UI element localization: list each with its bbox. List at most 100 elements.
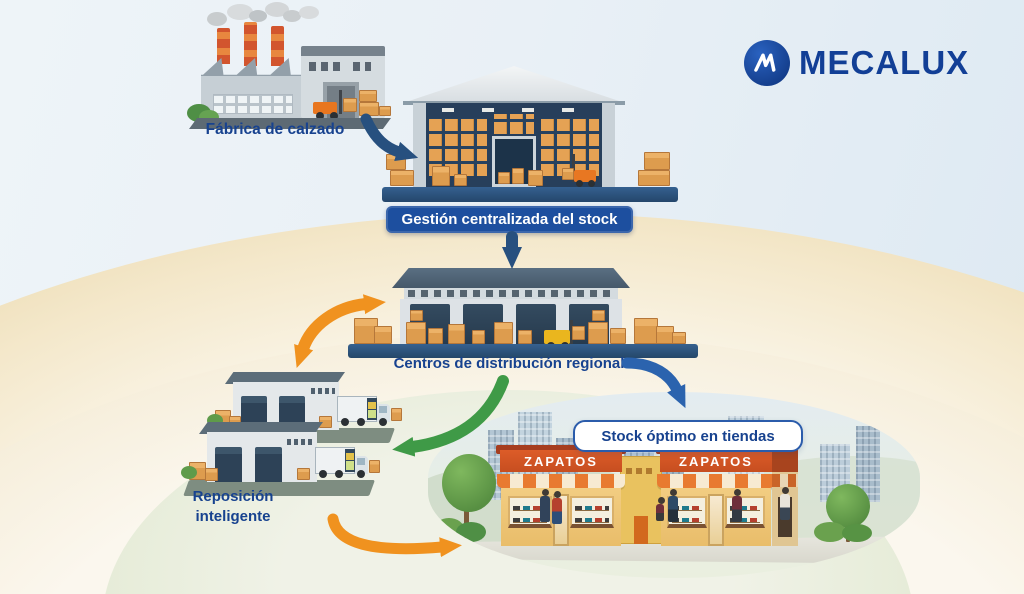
tree <box>826 484 870 528</box>
person <box>732 489 742 522</box>
person <box>780 487 790 520</box>
crate <box>432 166 450 186</box>
brand-logo: MECALUX <box>744 40 969 86</box>
shoe-shelf <box>513 518 547 523</box>
shoe-shelf <box>575 506 609 511</box>
shoe-shelf <box>513 506 547 511</box>
warehouse-windows <box>311 388 335 394</box>
crate <box>428 328 443 344</box>
store-sign: ZAPATOS <box>500 450 622 472</box>
bush <box>181 466 197 479</box>
central-warehouse-illustration <box>382 58 678 204</box>
store-awning <box>497 474 625 488</box>
arrow-factory-to-central <box>360 113 419 161</box>
bush <box>814 522 846 542</box>
bush <box>842 524 872 542</box>
shop-window <box>570 496 614 528</box>
tree-trunk <box>464 504 469 538</box>
forklift-wheel <box>330 112 338 120</box>
shoe-shelf <box>672 518 702 523</box>
shop-window <box>725 496 765 528</box>
side-awning <box>772 474 798 487</box>
store-door <box>708 494 724 546</box>
crate <box>390 170 414 186</box>
delivery-truck <box>337 390 403 434</box>
ceiling-light <box>442 108 454 112</box>
crate <box>518 330 532 344</box>
truck-open-back <box>367 398 377 420</box>
forklift-mast <box>570 320 573 346</box>
crate <box>528 170 543 186</box>
forklift <box>574 170 596 182</box>
truck-open-back <box>345 449 355 472</box>
crate <box>592 310 605 321</box>
crate <box>512 168 524 184</box>
crate <box>644 152 670 170</box>
central-stock-banner-text: Gestión centralizada del stock <box>401 211 618 228</box>
crate <box>343 98 357 112</box>
shoe-shelf <box>672 506 702 511</box>
forklift-wheel <box>576 180 583 187</box>
distribution-label: Centros de distribución regional <box>393 355 625 372</box>
truck-wheel <box>357 418 365 426</box>
crate <box>588 322 608 344</box>
shoe-shelf <box>730 506 760 511</box>
person <box>540 489 550 522</box>
factory-chimney <box>217 28 230 64</box>
crate <box>638 170 670 186</box>
warehouse-pillar <box>602 103 615 189</box>
arrow-warehouses-to-stores <box>327 513 462 558</box>
forklift-wheel <box>316 112 324 120</box>
crate <box>634 318 658 344</box>
crate <box>297 468 310 480</box>
side-sign-band <box>772 450 798 472</box>
shoe-store: ZAPATOS <box>656 445 776 546</box>
crate <box>572 326 585 340</box>
distribution-center-illustration <box>348 264 700 368</box>
warehouse-platform <box>382 187 678 202</box>
crate <box>369 460 380 473</box>
arrow-stores-to-warehouses <box>392 375 509 457</box>
smoke-puff <box>299 6 319 19</box>
smoke-puff <box>249 10 267 22</box>
regional-warehouse-illustration <box>181 420 387 502</box>
crate <box>205 468 218 481</box>
factory-chimney <box>271 26 284 66</box>
crate <box>494 322 513 344</box>
shelf-boxes-right <box>541 118 599 176</box>
pallet-box <box>368 410 376 418</box>
delivery-truck <box>315 441 381 486</box>
shoe-shelf <box>575 518 609 523</box>
crate <box>562 168 574 180</box>
arrow-distribution-to-stores <box>621 357 686 409</box>
crate <box>359 90 377 102</box>
bush <box>456 522 486 542</box>
arrow-distribution-warehouses-bidirectional <box>294 294 386 368</box>
crate <box>454 174 467 186</box>
store-sign-text: ZAPATOS <box>679 453 753 469</box>
crate <box>472 330 485 344</box>
crate <box>672 332 686 344</box>
ceiling-light <box>482 108 494 112</box>
truck-wheel <box>335 470 343 478</box>
factory-platform <box>189 118 391 129</box>
connector-windows <box>626 468 656 474</box>
pallet-box <box>346 461 354 470</box>
distribution-roof <box>392 268 630 288</box>
cab-window <box>379 406 387 413</box>
shoe-shelf <box>730 518 760 523</box>
ceiling-light <box>562 108 574 112</box>
person <box>668 489 678 522</box>
truck-wheel <box>357 470 365 478</box>
truck-wheel <box>319 470 327 478</box>
person <box>656 497 665 521</box>
replenishment-label-line1: Reposición <box>192 488 274 505</box>
smoke-puff <box>227 4 253 20</box>
yellow-forklift <box>544 330 570 344</box>
crate <box>610 328 626 344</box>
factory-label: Fábrica de calzado <box>205 121 345 138</box>
forklift-wheel <box>588 180 595 187</box>
store-stock-banner-text: Stock óptimo en tiendas <box>601 427 775 445</box>
crate <box>498 172 510 184</box>
